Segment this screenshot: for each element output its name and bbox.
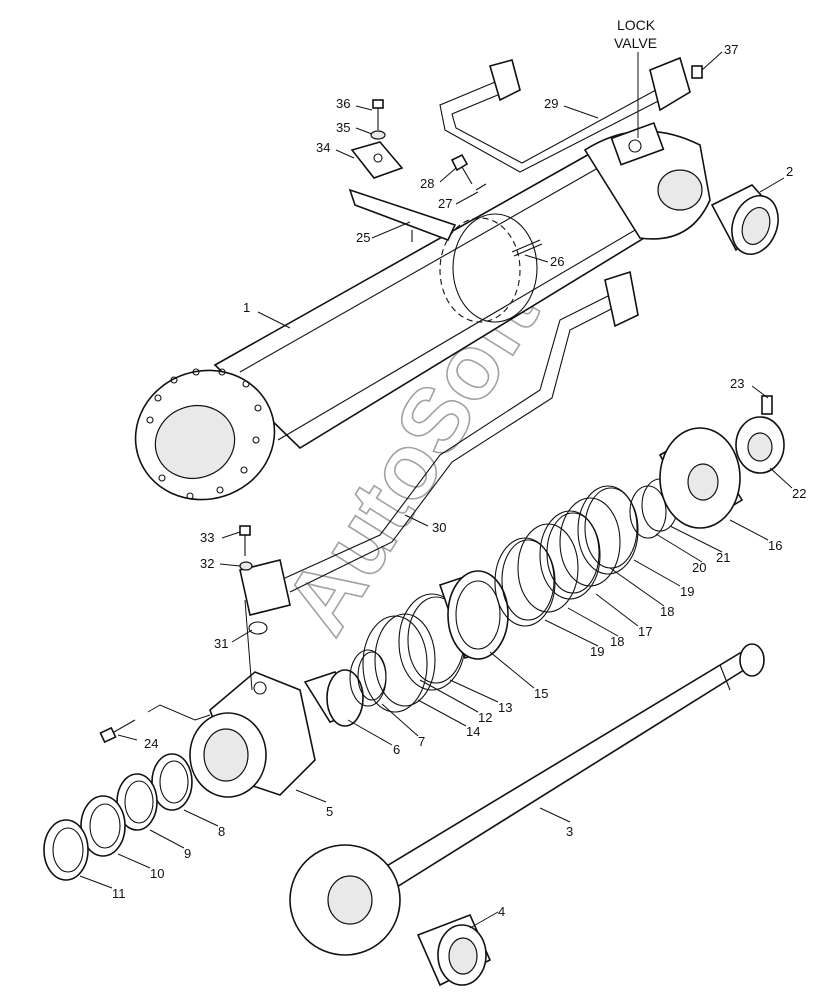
part-33-bolt xyxy=(239,525,251,556)
part-7-ring xyxy=(349,649,387,707)
callout-20: 20 xyxy=(692,560,706,575)
callout-37: 37 xyxy=(724,42,738,57)
callout-4: 4 xyxy=(498,904,505,919)
callout-19-lower: 19 xyxy=(590,644,604,659)
leader-lines xyxy=(79,51,793,929)
part-22-nut xyxy=(735,416,785,474)
callout-33: 33 xyxy=(200,530,214,545)
part-30-pipe xyxy=(239,270,639,616)
callout-27: 27 xyxy=(438,196,452,211)
lock-valve-label-line1: LOCK xyxy=(617,17,656,33)
callout-18-lower: 18 xyxy=(610,634,624,649)
callout-24: 24 xyxy=(144,736,158,751)
flange-bolt-holes xyxy=(146,368,262,500)
part-3-piston-rod xyxy=(378,643,765,892)
callout-8: 8 xyxy=(218,824,225,839)
part-35-washer xyxy=(370,130,386,140)
part-10-ring xyxy=(80,795,126,857)
part-8-ring xyxy=(151,753,193,811)
part-34-clamp xyxy=(350,141,404,179)
lock-valve-annotation: LOCK VALVE xyxy=(614,17,657,138)
part-4-bushing xyxy=(416,913,492,987)
part-26-band xyxy=(511,239,543,257)
part-23-set-screw xyxy=(761,395,773,415)
part-37-plug xyxy=(691,65,703,79)
callout-26: 26 xyxy=(550,254,564,269)
part-6-bushing xyxy=(303,669,364,727)
part-17-ring xyxy=(539,510,601,600)
callout-9: 9 xyxy=(184,846,191,861)
callout-21: 21 xyxy=(716,550,730,565)
callout-35: 35 xyxy=(336,120,350,135)
callout-17: 17 xyxy=(638,624,652,639)
callout-34: 34 xyxy=(316,140,330,155)
part-2-bushing xyxy=(710,184,779,255)
lock-valve-label-line2: VALVE xyxy=(614,35,657,51)
part-15-ring xyxy=(438,570,509,660)
callout-31: 31 xyxy=(214,636,228,651)
callout-12: 12 xyxy=(478,710,492,725)
part-11-ring xyxy=(43,819,89,881)
part-19-ring-b xyxy=(577,485,639,575)
callout-labels: 1 2 3 4 5 6 7 8 9 10 11 12 13 14 15 16 1… xyxy=(112,42,806,919)
callout-7: 7 xyxy=(418,734,425,749)
callout-11: 11 xyxy=(112,886,126,901)
part-32-washer xyxy=(239,561,253,571)
callout-3: 3 xyxy=(566,824,573,839)
rod-eye xyxy=(289,844,401,956)
callout-23: 23 xyxy=(730,376,744,391)
part-27-pin xyxy=(475,183,487,191)
part-12-seal xyxy=(374,613,436,707)
part-29-pipe xyxy=(439,56,691,173)
part-14-ring xyxy=(362,615,428,713)
callout-6: 6 xyxy=(393,742,400,757)
callout-19-upper: 19 xyxy=(680,584,694,599)
part-18-ring-b xyxy=(559,497,621,587)
callout-28: 28 xyxy=(420,176,434,191)
part-36-bolt xyxy=(372,99,384,130)
callout-18-upper: 18 xyxy=(660,604,674,619)
callout-16: 16 xyxy=(768,538,782,553)
callout-14: 14 xyxy=(466,724,480,739)
callout-22: 22 xyxy=(792,486,806,501)
part-28-bolt xyxy=(450,153,473,185)
part-5-rod-cover xyxy=(189,671,316,798)
callout-10: 10 xyxy=(150,866,164,881)
callout-25: 25 xyxy=(356,230,370,245)
callout-32: 32 xyxy=(200,556,214,571)
part-31-o-ring xyxy=(248,621,268,635)
callout-36: 36 xyxy=(336,96,350,111)
callout-30: 30 xyxy=(432,520,446,535)
part-18-ring-a xyxy=(517,523,579,613)
part-25-bracket xyxy=(348,188,457,242)
callout-2: 2 xyxy=(786,164,793,179)
callout-1: 1 xyxy=(243,300,250,315)
part-24-bolt xyxy=(99,719,136,744)
callout-15: 15 xyxy=(534,686,548,701)
part-16-piston xyxy=(658,427,744,529)
callout-29: 29 xyxy=(544,96,558,111)
callout-5: 5 xyxy=(326,804,333,819)
part-1-cylinder-tube xyxy=(134,130,711,501)
callout-13: 13 xyxy=(498,700,512,715)
